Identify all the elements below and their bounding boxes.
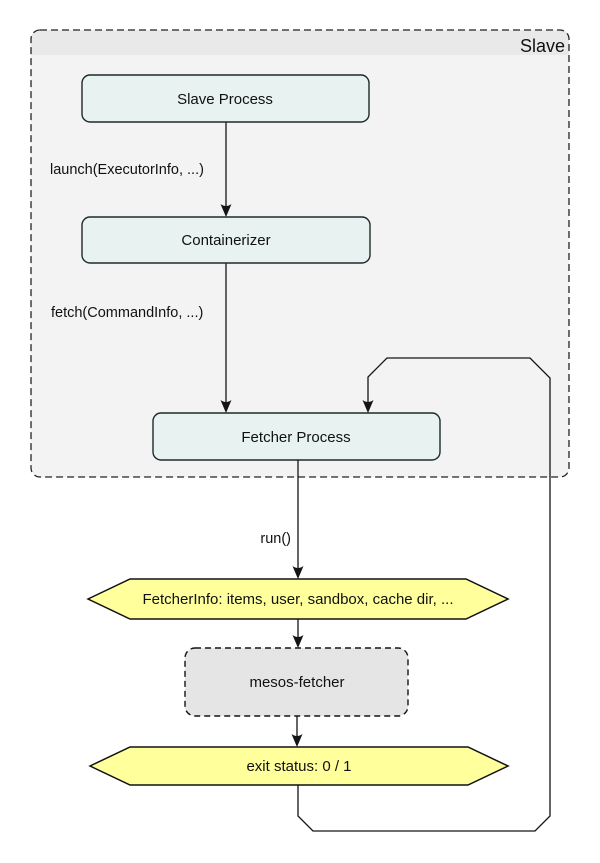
node-mesos-fetcher-label: mesos-fetcher	[249, 674, 344, 691]
slave-container-title: Slave	[520, 36, 565, 56]
edge-fetcherinfo-arrowhead-icon	[292, 635, 304, 648]
node-fetcher-info-hexagon	[86, 578, 510, 620]
slave-container-border	[30, 29, 570, 478]
edge-return-arrowhead-icon	[362, 400, 374, 413]
edge-mesosfetcher-to-exitstatus	[291, 716, 303, 747]
node-slave-process: Slave Process	[81, 74, 370, 123]
node-fetcher-info: FetcherInfo: items, user, sandbox, cache…	[86, 578, 510, 620]
slave-container-header-band	[31, 30, 569, 55]
node-fetcher-info-label: FetcherInfo: items, user, sandbox, cache…	[143, 591, 454, 608]
node-slave-process-box	[81, 74, 370, 123]
node-containerizer-label: Containerizer	[181, 232, 270, 249]
edge-fetch-arrowhead-icon	[220, 400, 232, 413]
node-exit-status-hexagon	[88, 746, 510, 786]
edge-fetch: fetch(CommandInfo, ...)	[51, 263, 232, 413]
node-slave-process-label: Slave Process	[177, 91, 273, 108]
edge-exitstatus-arrowhead-icon	[291, 734, 303, 747]
edge-fetcherinfo-to-mesosfetcher	[292, 619, 304, 648]
edge-launch-arrowhead-icon	[220, 204, 232, 217]
edge-launch: launch(ExecutorInfo, ...)	[50, 122, 232, 217]
edge-return-loop-line	[297, 357, 551, 832]
edge-run-label: run()	[260, 531, 291, 547]
edge-run: run()	[260, 460, 304, 579]
node-fetcher-process-box	[152, 412, 441, 461]
node-mesos-fetcher: mesos-fetcher	[184, 647, 409, 717]
node-exit-status: exit status: 0 / 1	[88, 746, 510, 786]
edge-launch-label: launch(ExecutorInfo, ...)	[50, 162, 204, 178]
node-fetcher-process-label: Fetcher Process	[241, 429, 350, 446]
node-exit-status-label: exit status: 0 / 1	[246, 758, 351, 775]
node-containerizer-box	[81, 216, 371, 264]
edge-return-loop	[297, 357, 551, 832]
edge-fetch-label: fetch(CommandInfo, ...)	[51, 305, 203, 321]
node-fetcher-process: Fetcher Process	[152, 412, 441, 461]
node-containerizer: Containerizer	[81, 216, 371, 264]
edge-run-arrowhead-icon	[292, 566, 304, 579]
